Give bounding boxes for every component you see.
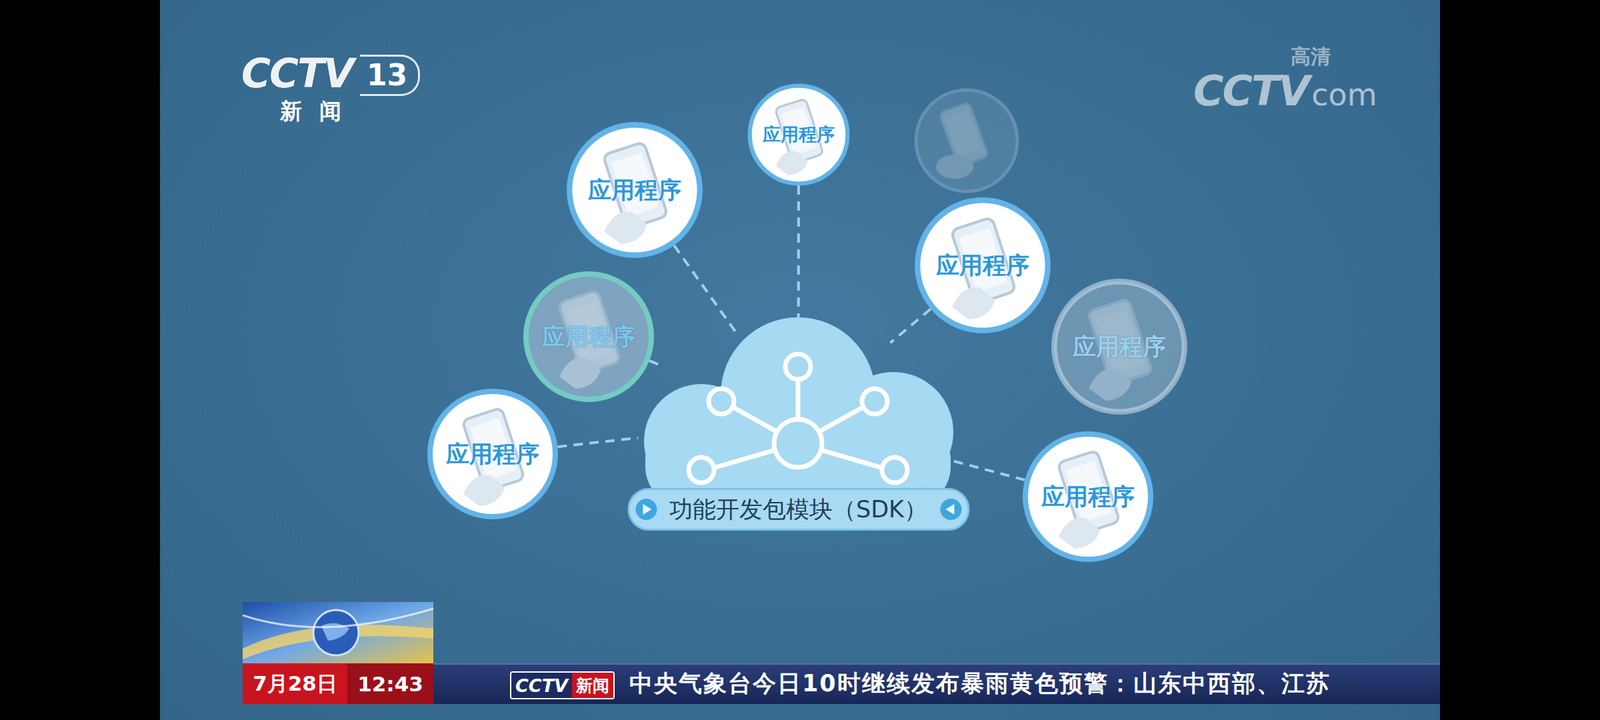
dashed-connector bbox=[890, 309, 930, 344]
date-label: 7月28日 bbox=[242, 663, 348, 704]
node-label: 应用程序 bbox=[762, 124, 835, 146]
pointer-icon bbox=[634, 498, 658, 521]
channel-name: 新闻 bbox=[280, 100, 359, 122]
watermark-domain: com bbox=[1311, 79, 1377, 110]
ticker-logo-name: 新闻 bbox=[572, 672, 614, 698]
app-circle: 应用程序 bbox=[1050, 277, 1189, 416]
node-label: 应用程序 bbox=[542, 322, 636, 351]
faded-app-circle bbox=[916, 90, 1018, 192]
globe-picture bbox=[242, 602, 434, 664]
node-label: 应用程序 bbox=[1041, 482, 1135, 511]
hd-mark: 高清 bbox=[1290, 46, 1331, 67]
watermark-logo: CCTV bbox=[1193, 70, 1309, 112]
ticker-logo-text: CCTV bbox=[511, 672, 572, 698]
dashed-connector bbox=[674, 245, 737, 334]
dashed-connector bbox=[946, 459, 1025, 480]
ticker-logo: CCTV 新闻 bbox=[510, 671, 615, 700]
node-label: 应用程序 bbox=[936, 251, 1030, 280]
node-label: 功能开发包模块（SDK） bbox=[669, 494, 928, 525]
date-time-bar: 7月28日 12:43 bbox=[242, 663, 434, 704]
app-circle: 应用程序 bbox=[1021, 430, 1155, 564]
dashed-connector bbox=[797, 185, 800, 327]
dashed-connector bbox=[649, 360, 664, 367]
dashed-connector bbox=[557, 438, 638, 447]
sdk-cloud-node: 功能开发包模块（SDK） bbox=[586, 313, 1010, 534]
node-label: 应用程序 bbox=[446, 440, 540, 468]
node-label: 应用程序 bbox=[1072, 332, 1166, 361]
node-label: 应用程序 bbox=[588, 176, 682, 204]
news-thumbnail bbox=[242, 602, 434, 664]
channel-logo: CCTV bbox=[241, 53, 353, 94]
channel-number: 13 bbox=[360, 54, 420, 96]
watermark: CCTV com bbox=[1193, 70, 1378, 112]
pointer-icon bbox=[939, 498, 962, 521]
app-circle: 应用程序 bbox=[746, 82, 851, 187]
app-circle: 应用程序 bbox=[426, 387, 560, 521]
sdk-label-band: 功能开发包模块（SDK） bbox=[627, 488, 970, 531]
app-circle: 应用程序 bbox=[522, 270, 656, 404]
app-circle: 应用程序 bbox=[565, 120, 704, 260]
time-label: 12:43 bbox=[347, 663, 434, 704]
ticker-text: 中央气象台今日10时继续发布暴雨黄色预警：山东中西部、江苏 bbox=[629, 669, 1331, 698]
app-circle: 应用程序 bbox=[913, 196, 1052, 335]
